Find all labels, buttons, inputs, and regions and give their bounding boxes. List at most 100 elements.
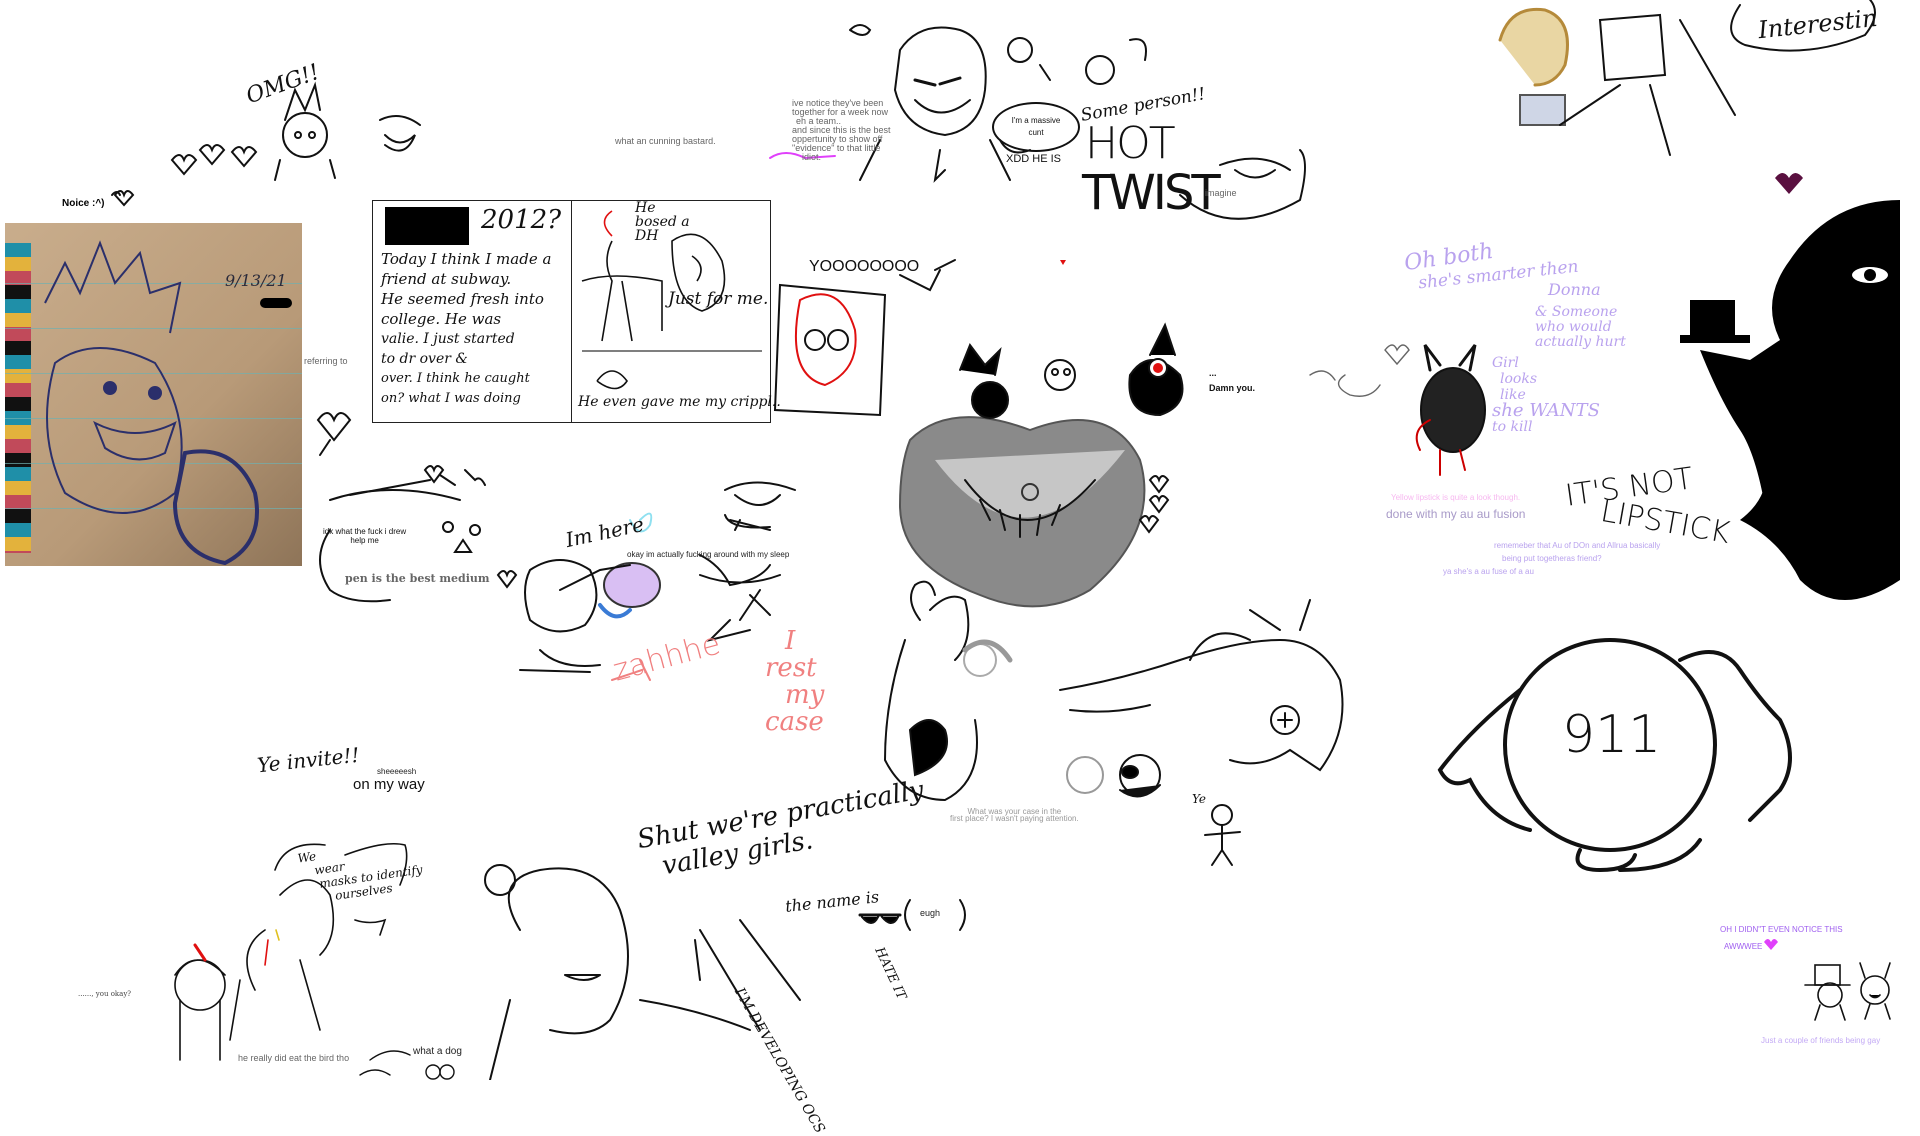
photo-drawing <box>44 240 259 566</box>
bubble-line: I'm a massive <box>1011 116 1061 125</box>
cunning-text: what an cunning bastard. <box>615 136 716 146</box>
case-question-text: What was your case in the first place? I… <box>950 807 1079 823</box>
comic-panel[interactable]: 2012? Today I think I made a friend at s… <box>372 200 781 423</box>
pen-medium-text: pen is the best medium <box>345 572 490 585</box>
comic-line: over. I think he caught <box>381 371 530 386</box>
heart-doodle <box>316 412 352 456</box>
purple-hand-line: & Someone <box>1535 304 1618 320</box>
rest-case-line: I <box>785 626 796 656</box>
bubble-line: cunt <box>1028 128 1044 137</box>
doodle-hearts <box>113 144 258 207</box>
notice-line: together for a week now <box>792 107 889 117</box>
doodle-cat-characters <box>959 322 1184 419</box>
doodle-bunny-girl <box>1415 344 1486 476</box>
rest-case-text: I rest my case <box>765 628 824 736</box>
comic-redaction <box>385 207 469 245</box>
sleep-text: okay im actually fucking around with my … <box>627 550 790 559</box>
notice-line: eh a team.. <box>796 116 842 126</box>
dark-heart-icon <box>1775 173 1803 194</box>
purple-hand-line: she WANTS <box>1492 400 1600 421</box>
noice-text: Noice :^) <box>62 198 105 209</box>
doodle-character-omg <box>274 81 421 181</box>
remember-text: rememeber that Au of DOn and Allrua basi… <box>1494 541 1661 550</box>
comic-line: to dr over & <box>381 351 468 367</box>
comic-line: college. He was <box>381 310 502 328</box>
doodle-red-face-card <box>773 283 887 417</box>
idk-text: idk what the fuck i drew help me <box>323 527 406 545</box>
xdd-text: XDD HE IS <box>1006 153 1062 165</box>
purple-hand-girl: Girl looks like she WANTS to kill <box>1492 355 1600 435</box>
doodle-hugging-characters <box>519 559 661 673</box>
purple-hand-line: looks <box>1500 371 1538 387</box>
yo-text: YOOOOOOOO <box>809 258 920 275</box>
bird-text: he really did eat the bird tho <box>238 1053 350 1063</box>
idk-line: help me <box>350 536 379 545</box>
photo-pattern-strip <box>5 243 31 553</box>
being-put-text: being put togetheras friend? <box>1502 554 1602 563</box>
au-fusion-text: done with my au au fusion <box>1386 507 1526 521</box>
awwwee-text: AWWWEE <box>1724 942 1763 951</box>
doodle-glasses-face <box>699 481 796 642</box>
case-question-line: What was your case in the <box>967 807 1062 816</box>
oh-notice-text: OH I DIDN"T EVEN NOTICE THIS <box>1720 925 1843 934</box>
referring-to-text: referring to <box>304 356 348 366</box>
notice-line: and since this is the best <box>792 125 891 135</box>
comic-divider <box>571 201 572 422</box>
doodle-idk-bubble <box>319 465 518 603</box>
zahhhe-strokes <box>611 659 651 681</box>
yellow-lipstick-text: Yellow lipstick is quite a look though. <box>1391 493 1521 502</box>
doodle-tophat-friends <box>1804 962 1891 1021</box>
damn-you-text: Damn you. <box>1209 383 1256 393</box>
comic-year: 2012? <box>481 205 562 235</box>
purple-hand-line: to kill <box>1492 419 1533 435</box>
interesting-bubble <box>1730 0 1876 52</box>
comic-line: valie. I just started <box>381 331 515 347</box>
blob-grin <box>964 479 1096 538</box>
comic-right-drawing <box>581 210 762 390</box>
purple-hand-line: like <box>1500 387 1526 403</box>
imagine-face <box>1179 149 1306 220</box>
notice-line: ive notice they've been <box>792 98 884 108</box>
photo-date: 9/13/21 <box>225 271 287 290</box>
dog-doodle <box>359 1050 411 1076</box>
doodle-dragon <box>1059 599 1344 772</box>
what-a-dog-text: what a dog <box>413 1046 462 1057</box>
magenta-scribble <box>769 152 836 160</box>
purple-hand-line: Girl <box>1492 355 1519 371</box>
purple-hand-line: who would <box>1535 319 1612 335</box>
comic-line: on? what I was doing <box>381 391 521 406</box>
notice-block: ive notice they've been together for a w… <box>792 99 891 162</box>
comic-line: He seemed fresh into <box>381 290 544 308</box>
sketch-photo[interactable]: 9/13/21 <box>5 223 302 566</box>
doodle-grinning-character <box>849 24 1147 183</box>
purple-hand-line: actually hurt <box>1535 334 1626 350</box>
doodle-valley-girl <box>484 864 801 1080</box>
nine-one-one-text: 911 <box>1562 705 1662 765</box>
arrow-doodle <box>899 259 956 292</box>
drawing-canvas[interactable] <box>0 0 1920 1080</box>
notice-line: oppertunity to show off <box>792 134 883 144</box>
comic-line: friend at subway. <box>381 270 512 288</box>
doodle-911-creature <box>1437 638 1792 873</box>
ye-small-text: Ye <box>1192 792 1206 806</box>
doodle-sunglasses <box>858 899 966 931</box>
speech-bubble: I'm a massive cunt <box>992 102 1080 152</box>
imagine-text: imagine <box>1205 188 1237 198</box>
doodle-hearts-right <box>1138 475 1170 534</box>
you-okay-text: ......, you okay? <box>78 990 132 998</box>
purple-squiggle <box>1309 344 1410 397</box>
case-question-line: first place? I wasn't paying attention. <box>950 814 1079 823</box>
au-fuse-text: ya she's a au fuse of a au <box>1443 567 1534 576</box>
damn-dots: ... <box>1209 368 1217 378</box>
friends-gay-text: Just a couple of friends being gay <box>1761 1036 1881 1045</box>
red-dot <box>1060 260 1066 265</box>
masks-bubble <box>274 842 408 936</box>
doodle-eyepatch-characters <box>1066 754 1161 798</box>
comic-line: Today I think I made a <box>381 250 552 268</box>
rest-case-line: case <box>765 707 824 737</box>
rest-case-line: my <box>785 680 825 710</box>
notice-line: idiot. <box>802 152 822 162</box>
notice-line: "evidence" to that little <box>792 143 881 153</box>
photo-redaction <box>260 298 292 308</box>
doodle-hat-character <box>1680 300 1790 540</box>
